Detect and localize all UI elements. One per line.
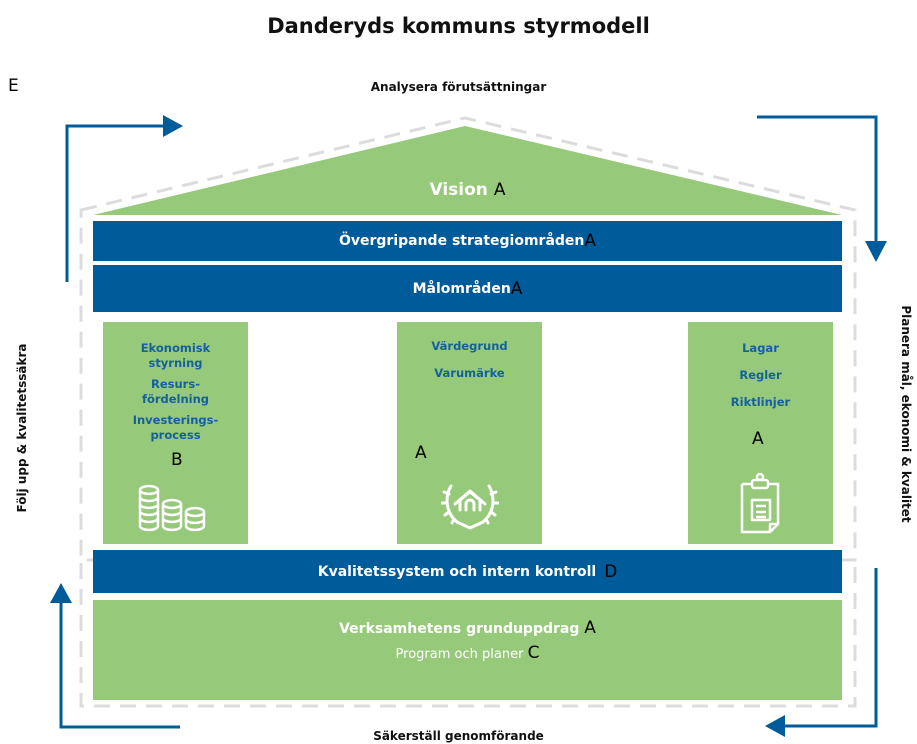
foundation-block: Verksamhetens grunduppdrag A Program och… xyxy=(93,600,842,700)
pillar-item-economic-steering: Ekonomisk styrning xyxy=(140,341,211,370)
quality-label: Kvalitetssystem och intern kontroll xyxy=(317,563,597,580)
pillar-item-resource-allocation: Resurs-fördelning xyxy=(141,377,210,406)
foundation-sublabel: Program och planer xyxy=(395,647,524,662)
foundation-sublabel-row: Program och planer C xyxy=(93,643,842,663)
pillar-rules-marker: A xyxy=(752,429,764,449)
pillar-values: Värdegrund Varumärke A xyxy=(397,322,542,544)
pillar-item-rules: Regler xyxy=(739,368,782,382)
page-title: Danderyds kommuns styrmodell xyxy=(267,14,650,38)
foundation-label-row: Verksamhetens grunduppdrag A xyxy=(93,618,842,638)
vision-roof xyxy=(93,126,842,215)
cycle-label-bottom: Säkerställ genomförande xyxy=(373,729,544,743)
cycle-label-left: Följ upp & kvalitetssäkra xyxy=(15,343,29,513)
corner-marker: E xyxy=(8,76,19,96)
strategy-bar: Övergripande strategiområden A xyxy=(93,221,842,261)
top-right-arrowhead xyxy=(865,241,887,262)
top-left-arrowhead xyxy=(163,115,183,137)
quality-bar: Kvalitetssystem och intern kontroll D xyxy=(93,550,842,593)
vision-marker: A xyxy=(493,180,506,200)
vision-label: Vision xyxy=(429,180,488,200)
pillar-item-guidelines: Riktlinjer xyxy=(730,395,791,409)
vision-label-row: Vision A xyxy=(93,180,842,200)
clipboard-icon xyxy=(740,472,780,534)
pillar-rules: Lagar Regler Riktlinjer A xyxy=(688,322,833,544)
goals-marker: A xyxy=(510,278,523,299)
dashed-house-outline xyxy=(79,116,857,562)
pillar-item-core-values: Värdegrund xyxy=(431,339,508,353)
laurel-house-icon xyxy=(441,484,499,530)
quality-marker: D xyxy=(604,561,618,582)
pillar-item-brand: Varumärke xyxy=(434,366,505,380)
foundation-marker: A xyxy=(584,618,596,638)
pillar-economy-marker: B xyxy=(171,450,183,470)
pillar-item-investment-process: Investerings-process xyxy=(132,413,219,442)
bottom-right-arrow xyxy=(783,568,878,728)
bottom-left-arrow xyxy=(59,601,180,729)
foundation-sublabel-marker: C xyxy=(527,643,540,663)
pillar-economy: Ekonomisk styrning Resurs-fördelning Inv… xyxy=(103,322,248,544)
pillar-values-marker: A xyxy=(415,443,427,463)
coins-icon xyxy=(138,484,206,532)
strategy-marker: A xyxy=(584,231,597,251)
cycle-label-top: Analysera förutsättningar xyxy=(370,80,547,94)
strategy-label: Övergripande strategiområden xyxy=(338,233,585,249)
foundation-label: Verksamhetens grunduppdrag xyxy=(339,621,580,637)
bottom-left-arrowhead xyxy=(50,583,72,603)
cycle-label-right: Planera mål, ekonomi & kvalitet xyxy=(899,305,913,523)
top-left-arrow xyxy=(65,124,165,282)
top-right-arrow xyxy=(757,115,878,243)
goals-bar: Målområden A xyxy=(93,265,842,312)
pillar-item-laws: Lagar xyxy=(742,341,779,355)
bottom-right-arrowhead xyxy=(765,715,785,737)
goals-label: Målområden xyxy=(412,280,511,297)
